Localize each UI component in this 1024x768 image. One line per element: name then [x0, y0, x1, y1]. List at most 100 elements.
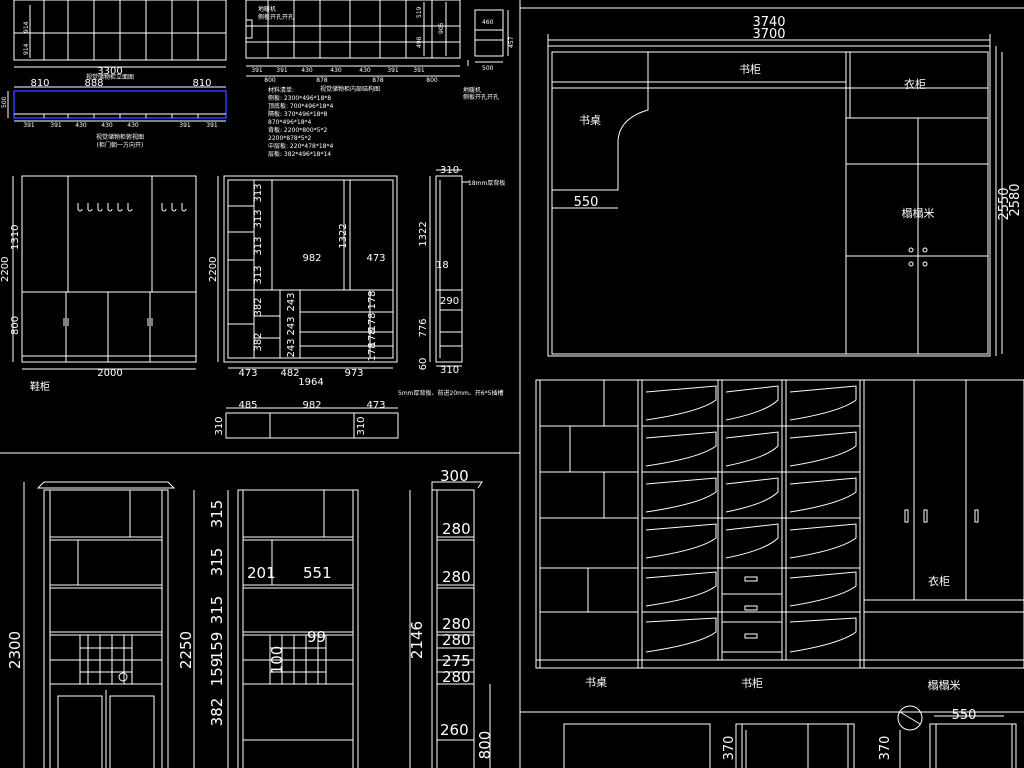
- front-caption: 视觉储物柜立面图: [86, 73, 134, 81]
- si-drawer-0: 243: [286, 292, 297, 311]
- si-shelf-5: 382: [253, 332, 264, 351]
- rp-wardrobe: 衣柜: [904, 77, 926, 91]
- ss-dim-457: 457: [508, 36, 515, 48]
- tm-b2: 430: [301, 67, 313, 74]
- wine-cabinet-front: [23, 481, 176, 768]
- br-550: 550: [952, 708, 977, 723]
- material-line-5: 背板: 2200*800*5*2: [268, 126, 327, 134]
- sside-776: 776: [418, 318, 429, 337]
- dim-810-b: 810: [192, 78, 211, 89]
- plan-dim-0: 391: [23, 122, 35, 129]
- br-370-b: 370: [878, 736, 893, 761]
- shoe-upper: 1310: [10, 225, 21, 250]
- dim-500: 500: [1, 96, 8, 108]
- sside-note2: 5mm厚背板、前进20mm、开6*5插槽: [398, 389, 503, 397]
- si-right-width: 473: [366, 253, 385, 264]
- el-wardrobe: 衣柜: [928, 574, 950, 588]
- tm-b4: 430: [359, 67, 371, 74]
- shoe-inner-plan: [225, 407, 399, 439]
- si-pw-0: 485: [238, 400, 257, 411]
- shoe-name: 鞋柜: [30, 380, 50, 393]
- shoe-lower: 800: [10, 316, 21, 335]
- sside-tall: 1322: [418, 221, 429, 246]
- note-top2: 侧板开孔开孔: [258, 13, 294, 21]
- si-shelf-4: 382: [253, 297, 264, 316]
- material-line-4: 870*496*18*4: [268, 119, 312, 126]
- dim-914-b: 914: [23, 43, 30, 55]
- sside-top: 310: [440, 165, 459, 176]
- rp-desk-depth: 550: [574, 195, 599, 210]
- wi-551: 551: [303, 564, 332, 582]
- tm-dim-905: 905: [438, 22, 445, 34]
- plan-dim-2: 430: [75, 122, 87, 129]
- si-shelf-1: 313: [253, 209, 264, 228]
- top-middle-inner-structure: [245, 0, 461, 77]
- wi-dim-3: 159: [208, 632, 226, 661]
- shoe-width: 2000: [97, 368, 122, 379]
- shoe-height: 2200: [0, 257, 11, 282]
- wine-cabinet-inner: [193, 489, 359, 768]
- wi-dim-0: 315: [208, 500, 226, 529]
- si-mid-width: 982: [302, 253, 321, 264]
- sside-bottom: 310: [440, 365, 459, 376]
- si-bw-2: 973: [344, 368, 363, 379]
- ss-dim-460: 460: [482, 19, 494, 26]
- si-bw-0: 473: [238, 368, 257, 379]
- ws-dim-3: 280: [442, 631, 471, 649]
- wi-dim-4: 159: [208, 658, 226, 687]
- tm-c0: 800: [264, 77, 276, 84]
- plan-caption: 视觉储物柜俯视图: [96, 133, 144, 141]
- tm-c3: 800: [426, 77, 438, 84]
- room-plan: [547, 34, 1003, 357]
- si-pw-2: 473: [366, 400, 385, 411]
- el-tatami: 榻榻米: [928, 678, 961, 692]
- el-desk: 书桌: [585, 676, 607, 689]
- tm-b3: 430: [330, 67, 342, 74]
- top-left-plan-view: [7, 86, 227, 122]
- material-line-2: 顶底板: 700*496*18*4: [268, 102, 333, 110]
- ss-note2: 侧板开孔开孔: [463, 93, 499, 101]
- dim-914-a: 914: [23, 21, 30, 33]
- si-shelf-3: 313: [253, 265, 264, 284]
- si-tall: 1322: [338, 223, 349, 248]
- dim-888: 888: [84, 78, 103, 89]
- dim-total-width: 3300: [97, 66, 122, 77]
- wi-dim-2: 315: [208, 596, 226, 625]
- elevation-view: [535, 379, 1024, 669]
- tm-b5: 391: [387, 67, 399, 74]
- plan-dim-4: 430: [127, 122, 139, 129]
- ws-dim-0: 280: [442, 520, 471, 538]
- material-line-8: 层板: 382*496*18*14: [268, 150, 331, 158]
- wi-99: 99: [307, 628, 326, 646]
- rp-outer-width: 3740: [752, 15, 785, 30]
- tm-caption: 视觉储物柜内部结构图: [320, 85, 380, 93]
- rp-outer-height: 2550: [997, 187, 1012, 220]
- tm-b1: 391: [276, 67, 288, 74]
- small-side-view: [467, 9, 509, 66]
- si-right-3: 178: [367, 342, 378, 361]
- tm-b0: 391: [251, 67, 263, 74]
- ws-top: 300: [440, 467, 469, 485]
- material-line-3: 隔板: 370*496*18*8: [268, 110, 327, 118]
- wi-100: 100: [268, 646, 286, 675]
- plan-dim-3: 430: [101, 122, 113, 129]
- top-left-front-view: [13, 0, 227, 68]
- si-drawer-1: 243: [286, 316, 297, 335]
- br-370-a: 370: [722, 736, 737, 761]
- ss-note: 地暖机: [463, 86, 481, 94]
- si-drawer-2: 243: [286, 338, 297, 357]
- tm-b6: 391: [413, 67, 425, 74]
- ws-dim-6: 260: [440, 721, 469, 739]
- sside-18: 18: [436, 260, 449, 271]
- dim-810-a: 810: [30, 78, 49, 89]
- wine-inner-height: 2250: [177, 631, 195, 669]
- plan-dim-1: 391: [50, 122, 62, 129]
- si-pd-1: 310: [356, 416, 367, 435]
- tm-c2: 878: [372, 77, 384, 84]
- el-bookshelf: 书柜: [741, 677, 763, 690]
- material-list: 材料清单: 侧板: 2300*496*18*8 顶底板: 700*496*18*…: [268, 86, 333, 158]
- si-right-2: 178: [367, 328, 378, 347]
- material-line-7: 中层板: 220*478*18*4: [268, 142, 333, 150]
- si-pd-0: 310: [214, 416, 225, 435]
- ws-bottom: 800: [476, 731, 494, 760]
